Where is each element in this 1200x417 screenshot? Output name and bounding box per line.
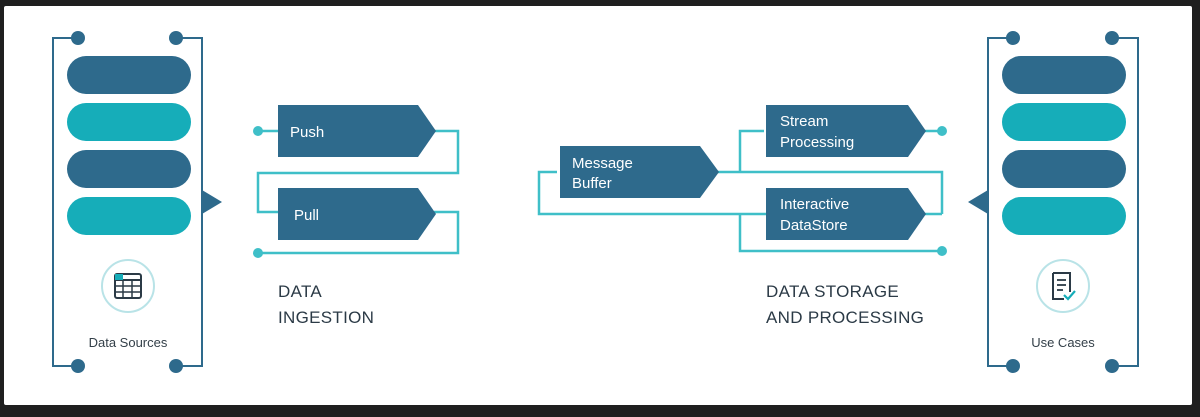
message-buffer-box: Message Buffer (560, 146, 719, 198)
interactive-datastore-label-line2: DataStore (780, 217, 848, 234)
data-sources-panel: Data Sources (52, 31, 222, 373)
use-cases-panel: Use Cases (968, 31, 1139, 373)
source-pill-1 (67, 56, 191, 94)
document-check-icon (1036, 259, 1090, 313)
usecases-pointer-arrow (968, 190, 988, 214)
usecase-pill-4 (1002, 197, 1126, 235)
message-buffer-label-line2: Buffer (572, 175, 612, 192)
usecases-dot-top-left (1006, 31, 1020, 45)
stream-output-dot (937, 126, 947, 136)
message-buffer-label-line1: Message (572, 155, 633, 172)
usecase-pill-1 (1002, 56, 1126, 94)
usecases-dot-top-right (1105, 31, 1119, 45)
usecase-pill-3 (1002, 150, 1126, 188)
usecases-dot-bottom-right (1105, 359, 1119, 373)
data-ingestion-section: Push Pull DATA INGESTION (253, 105, 460, 327)
interactive-datastore-box: Interactive DataStore (766, 188, 926, 240)
use-cases-caption: Use Cases (1031, 335, 1095, 350)
stream-processing-label-line1: Stream (780, 113, 828, 130)
storage-title-line2: AND PROCESSING (766, 308, 924, 327)
stream-processing-label-line2: Processing (780, 134, 854, 151)
interactive-datastore-label-line1: Interactive (780, 196, 849, 213)
sources-pointer-arrow (202, 190, 222, 214)
sources-dot-top-right (169, 31, 183, 45)
datastore-output-dot (937, 246, 947, 256)
pull-label: Pull (294, 207, 319, 224)
usecase-pill-2 (1002, 103, 1126, 141)
diagram-canvas: Data Sources Push Pull DATA INGESTION M (4, 6, 1192, 405)
storage-connector-lines (537, 129, 944, 253)
stream-processing-box: Stream Processing (766, 105, 926, 157)
data-storage-section: Message Buffer Stream Processing Interac… (537, 105, 947, 327)
source-pill-4 (67, 197, 191, 235)
usecases-dot-bottom-left (1006, 359, 1020, 373)
source-pill-2 (67, 103, 191, 141)
spreadsheet-icon (101, 259, 155, 313)
push-input-dot (253, 126, 263, 136)
push-label: Push (290, 124, 324, 141)
push-box: Push (278, 105, 436, 157)
sources-dot-bottom-right (169, 359, 183, 373)
storage-title-line1: DATA STORAGE (766, 282, 899, 301)
pull-output-dot (253, 248, 263, 258)
ingestion-title-line2: INGESTION (278, 308, 374, 327)
source-pill-3 (67, 150, 191, 188)
ingestion-title-line1: DATA (278, 282, 322, 301)
pull-box: Pull (278, 188, 436, 240)
sources-dot-top-left (71, 31, 85, 45)
data-sources-caption: Data Sources (89, 335, 168, 350)
sources-dot-bottom-left (71, 359, 85, 373)
